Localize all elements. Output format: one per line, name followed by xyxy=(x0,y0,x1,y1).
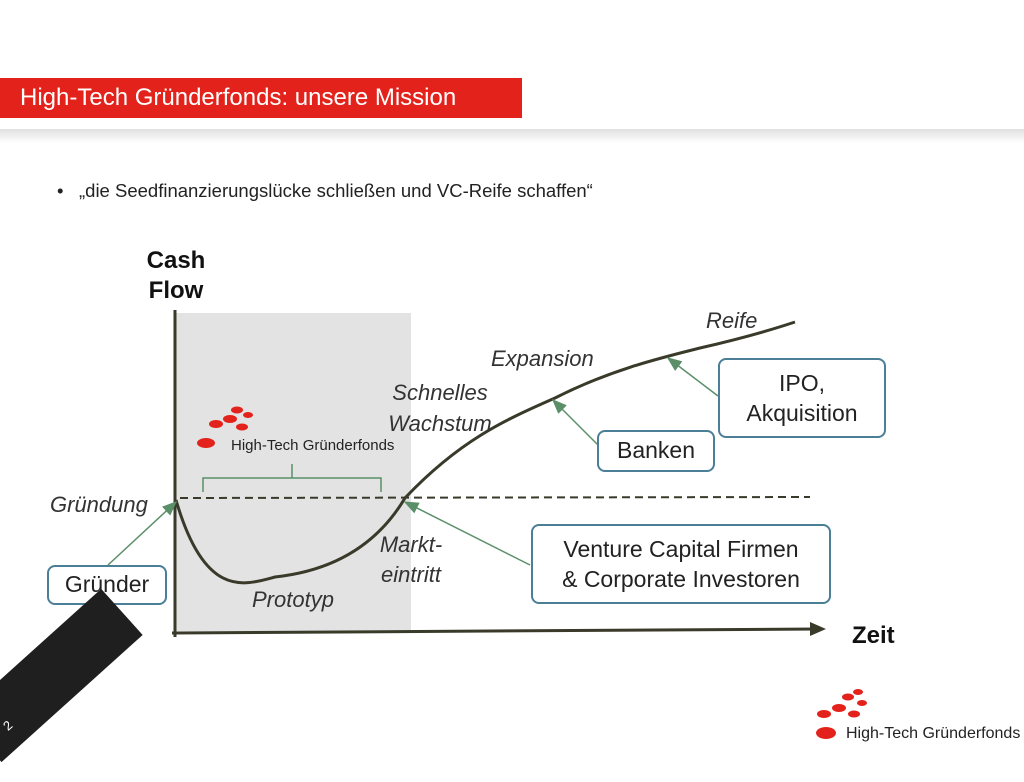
arrow-vc xyxy=(403,501,531,566)
x-axis-arrowhead xyxy=(810,622,826,636)
arrow-gruender xyxy=(107,500,178,566)
htgf-logo-mark-small xyxy=(197,406,253,448)
box-venture-capital: Venture Capital Firmen & Corporate Inves… xyxy=(531,524,831,604)
arrow-banken xyxy=(551,398,599,446)
mission-statement: „die Seedfinanzierungslücke schließen un… xyxy=(79,180,593,201)
bullet-dot: • xyxy=(57,180,64,201)
breakeven-dashed-line xyxy=(179,496,811,499)
stage-expansion: Expansion xyxy=(491,346,594,371)
htgf-logo-text: High-Tech Gründerfonds xyxy=(846,725,1021,742)
page-title: High-Tech Gründerfonds: unsere Mission xyxy=(20,84,457,111)
stage-schnelles-wachstum: Schnelles Wachstum xyxy=(388,380,492,436)
box-ipo-akquisition: IPO, Akquisition xyxy=(718,358,886,438)
title-bar: High-Tech Gründerfonds: unsere Mission xyxy=(0,78,522,118)
stage-markteintritt: Markt- eintritt xyxy=(379,532,443,587)
stage-prototyp: Prototyp xyxy=(252,587,334,612)
stage-gruendung: Gründung xyxy=(50,492,148,517)
x-axis xyxy=(171,627,819,635)
y-axis-label: Cash Flow xyxy=(146,247,206,304)
seed-bracket xyxy=(202,464,382,492)
htgf-logo-mark xyxy=(816,689,867,739)
seed-phase-shade xyxy=(176,313,411,631)
stage-reife: Reife xyxy=(706,308,758,333)
cash-flow-curve xyxy=(174,320,796,585)
arrow-ipo xyxy=(666,357,719,397)
box-gruender: Gründer xyxy=(47,565,167,605)
x-axis-label: Zeit xyxy=(852,622,895,649)
box-banken: Banken xyxy=(597,430,715,472)
header-divider xyxy=(0,129,1024,143)
mission-bullet: • „die Seedfinanzierungslücke schließen u… xyxy=(57,180,593,202)
htgf-logo-text-small: High-Tech Gründerfonds xyxy=(231,437,395,454)
